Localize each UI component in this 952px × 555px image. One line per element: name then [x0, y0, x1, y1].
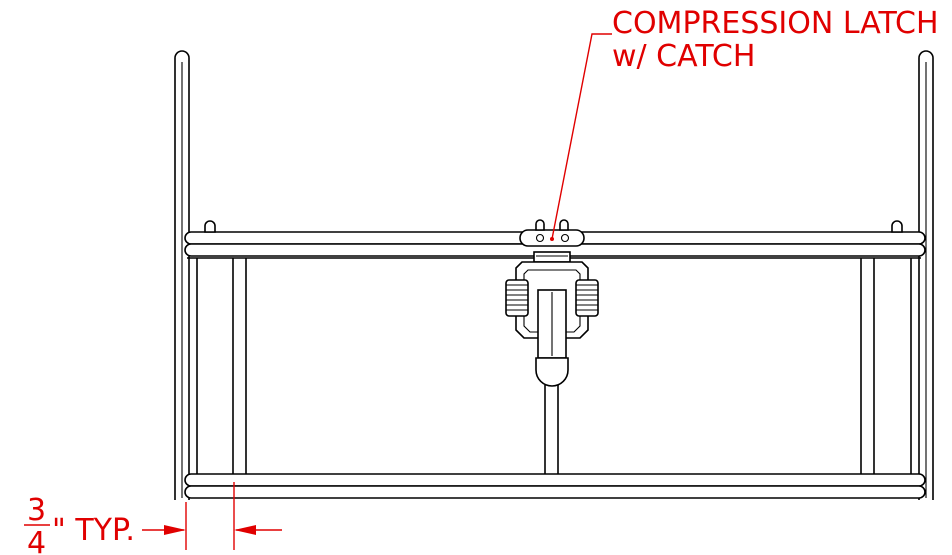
left-post [174, 50, 190, 500]
inner-frame [196, 258, 912, 474]
dimension-suffix: " TYP. [52, 513, 135, 548]
dimension-numerator: 3 [27, 493, 46, 528]
right-post [918, 50, 934, 500]
compression-latch [505, 219, 599, 387]
dimension-denominator: 4 [27, 526, 46, 555]
dimension-annotation [142, 482, 282, 550]
bottom-rails [184, 473, 926, 499]
callout-line-2: w/ CATCH [612, 39, 755, 74]
callout-leader [551, 33, 612, 240]
callout-line-1: COMPRESSION LATCH [612, 6, 939, 41]
